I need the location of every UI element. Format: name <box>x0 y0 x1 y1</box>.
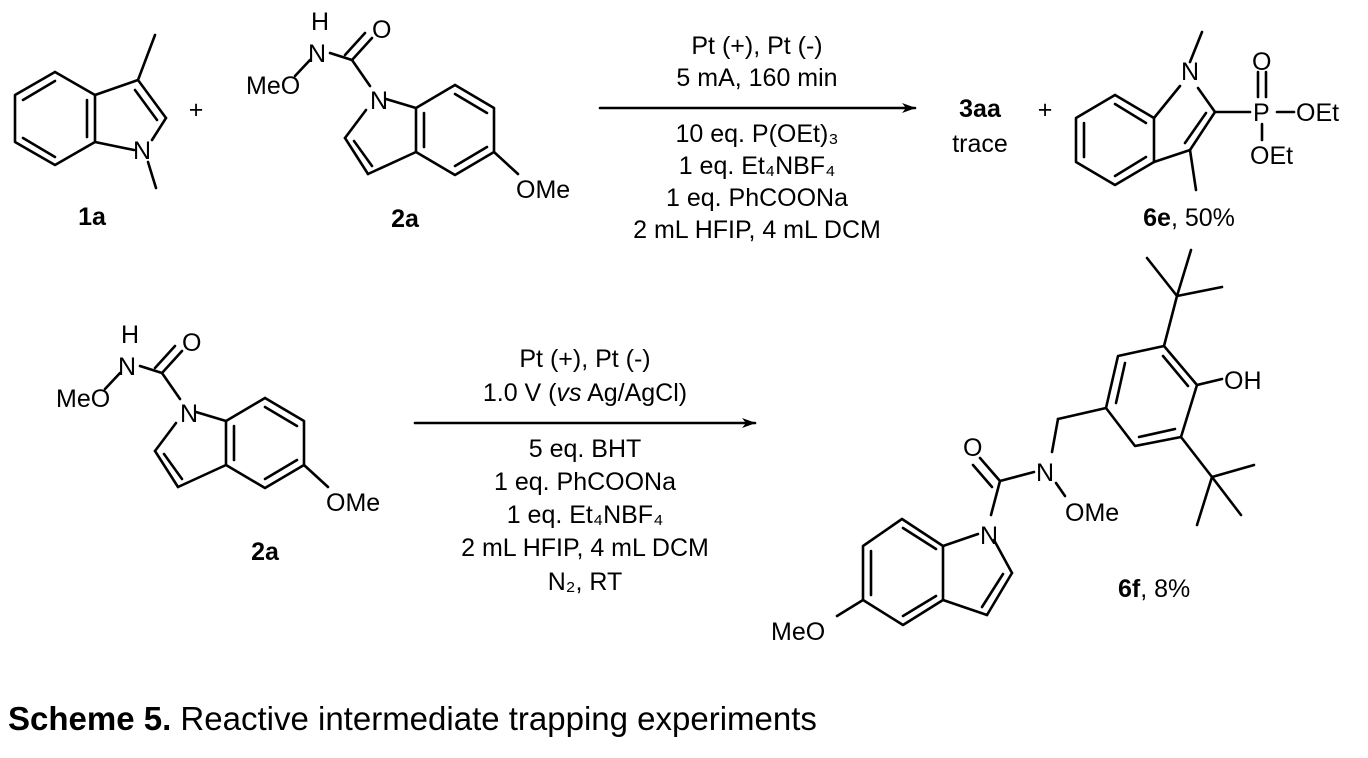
condition-solvent: 2 mL HFIP, 4 mL DCM <box>633 216 881 244</box>
compound-2a-row2 <box>56 321 381 517</box>
yield-6f: , 8% <box>1140 575 1190 603</box>
compound-label-3aa: 3aa <box>959 95 1002 123</box>
compound-6f: N O N OMe MeO OH <box>771 248 1262 646</box>
potential-ref: Ag/AgCl) <box>582 379 688 407</box>
condition-solvent: 2 mL HFIP, 4 mL DCM <box>461 534 709 562</box>
compound-1a: N <box>13 33 168 190</box>
atom-meo: MeO <box>771 618 825 646</box>
atom-n-indole: N <box>980 522 998 550</box>
yield-3aa: trace <box>952 130 1008 158</box>
condition-electrodes: Pt (+), Pt (-) <box>519 345 650 373</box>
compound-6e: N P O OEt OEt <box>1074 30 1339 192</box>
condition-electrolyte: 1 eq. Et₄NBF₄ <box>507 501 664 529</box>
atom-o: O <box>1252 48 1271 76</box>
compound-label-1a: 1a <box>78 203 107 231</box>
compound-label-6e: 6e, 50% <box>1143 204 1235 232</box>
caption-label: Scheme 5. <box>8 700 172 737</box>
atom-n-amide: N <box>1036 459 1054 487</box>
potential-vs: vs <box>557 379 582 407</box>
condition-current: 5 mA, 160 min <box>676 64 837 92</box>
atom-n: N <box>133 137 151 165</box>
atom-p: P <box>1253 99 1270 127</box>
atom-ome: OMe <box>1065 499 1119 527</box>
atom-oh: OH <box>1224 367 1262 395</box>
compound-label-2a: 2a <box>391 205 420 233</box>
atom-oet: OEt <box>1296 99 1339 127</box>
condition-reagent: 10 eq. P(OEt)₃ <box>675 120 838 148</box>
condition-base: 1 eq. PhCOONa <box>666 184 848 212</box>
compound-label-6f: 6f, 8% <box>1118 575 1190 603</box>
yield-6e: , 50% <box>1171 204 1235 232</box>
condition-trap: 5 eq. BHT <box>529 435 642 463</box>
potential-text: 1.0 V ( <box>483 379 557 407</box>
caption-text: Reactive intermediate trapping experimen… <box>171 700 817 737</box>
label-6e: 6e <box>1143 204 1171 232</box>
condition-atmosphere: N₂, RT <box>548 568 623 596</box>
scheme-caption: Scheme 5. Reactive intermediate trapping… <box>8 700 817 738</box>
label-6f: 6f <box>1118 575 1141 603</box>
condition-base: 1 eq. PhCOONa <box>494 468 676 496</box>
atom-oet: OEt <box>1250 142 1293 170</box>
atom-o-carbonyl: O <box>963 434 982 462</box>
compound-label-2a: 2a <box>251 538 280 566</box>
plus-sign: + <box>1038 96 1053 124</box>
compound-2a <box>246 8 571 204</box>
atom-n: N <box>1181 58 1199 86</box>
plus-sign: + <box>189 96 204 124</box>
condition-electrodes: Pt (+), Pt (-) <box>691 32 822 60</box>
condition-potential: 1.0 V (vs Ag/AgCl) <box>483 379 687 407</box>
condition-electrolyte: 1 eq. Et₄NBF₄ <box>679 152 836 180</box>
